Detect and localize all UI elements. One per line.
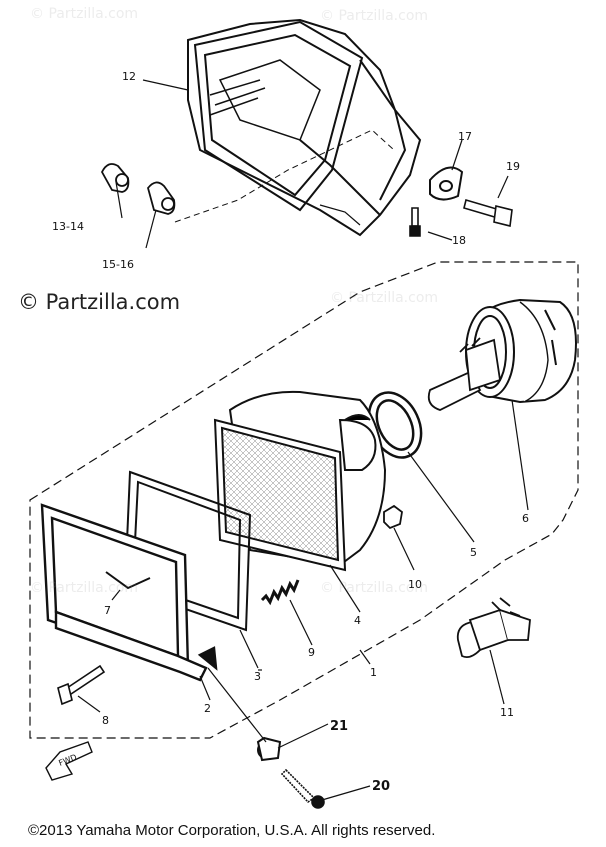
spring-9[interactable] — [260, 579, 300, 606]
callout-12: 12 — [122, 70, 136, 83]
nut-10[interactable] — [383, 504, 403, 530]
callout-20: 20 — [372, 779, 390, 794]
callout-13-14: 13-14 — [52, 220, 84, 233]
bolt-19[interactable] — [463, 198, 513, 227]
callout-21: 21 — [330, 719, 348, 734]
ring-5[interactable] — [359, 384, 431, 466]
callout-4: 4 — [354, 614, 361, 627]
screw-8[interactable] — [57, 664, 106, 706]
fwd-arrow-icon: FWD — [45, 741, 93, 781]
watermark-faint-5: © Partzilla.com — [320, 580, 429, 596]
callout-3: 3 — [254, 670, 261, 683]
callout-7: 7 — [104, 604, 111, 617]
assembly-outline — [29, 261, 579, 739]
washer-17[interactable] — [429, 166, 464, 201]
headlight-housing[interactable] — [187, 18, 422, 237]
bulb-assembly[interactable] — [427, 337, 502, 411]
leader-lines — [77, 79, 529, 801]
headlight-unit-4[interactable] — [213, 390, 387, 572]
callout-18: 18 — [452, 234, 466, 247]
watermark-faint-2: © Partzilla.com — [320, 8, 429, 24]
grommet-13-14[interactable] — [100, 163, 130, 193]
callout-15-16: 15-16 — [102, 258, 134, 271]
callout-17: 17 — [458, 130, 472, 143]
housing-dash-line — [174, 129, 395, 223]
watermark-faint-1: © Partzilla.com — [30, 6, 139, 22]
copyright-notice: ©2013 Yamaha Motor Corporation, U.S.A. A… — [28, 822, 436, 839]
callout-1: 1 — [370, 666, 377, 679]
watermark-faint-3: © Partzilla.com — [330, 290, 439, 306]
screw-20[interactable] — [280, 768, 325, 809]
screw-18[interactable] — [409, 207, 421, 237]
callout-8: 8 — [102, 714, 109, 727]
grommet-15-16[interactable] — [147, 181, 176, 215]
callout-10: 10 — [408, 578, 422, 591]
callout-9: 9 — [308, 646, 315, 659]
collar-21[interactable] — [256, 736, 282, 762]
rim-2[interactable] — [40, 503, 218, 682]
watermark-faint-4: © Partzilla.com — [30, 580, 139, 596]
callout-2: 2 — [204, 702, 211, 715]
callout-6: 6 — [522, 512, 529, 525]
callout-5: 5 — [470, 546, 477, 559]
watermark-main: © Partzilla.com — [18, 290, 181, 314]
callout-11: 11 — [500, 706, 514, 719]
callout-19: 19 — [506, 160, 520, 173]
bulb-11[interactable] — [456, 597, 531, 659]
